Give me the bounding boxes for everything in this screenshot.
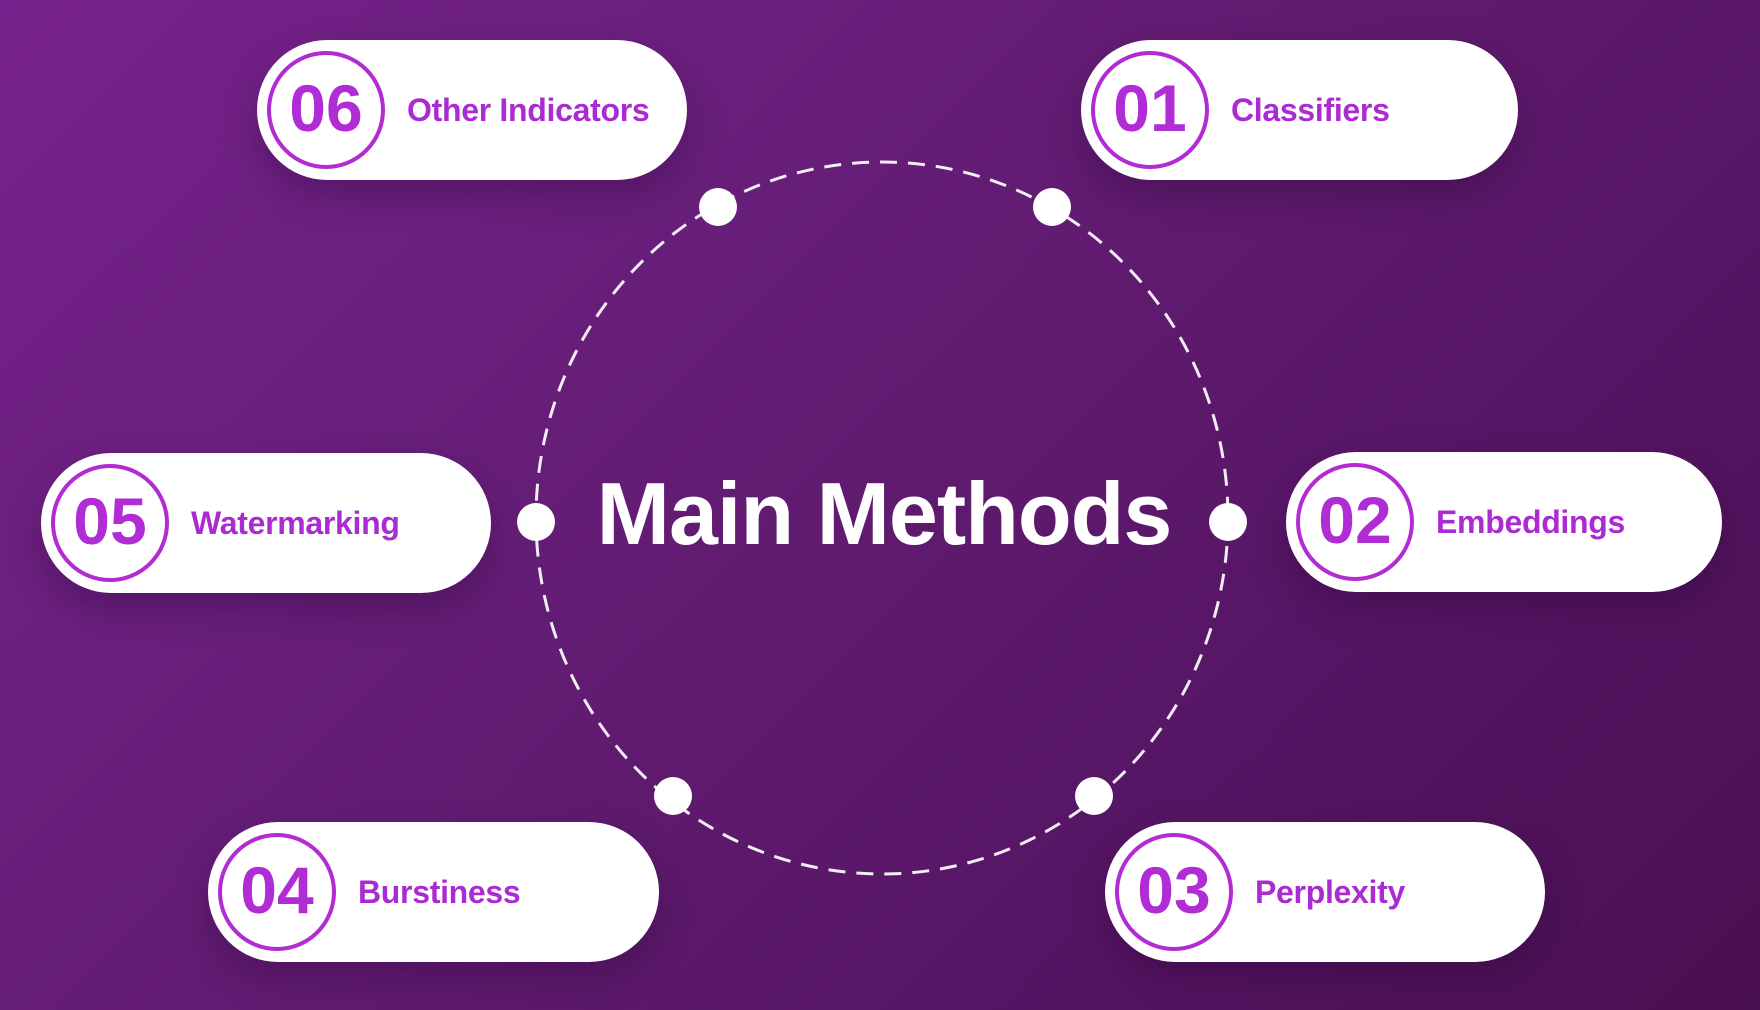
step-number: 05 [73, 484, 147, 558]
method-pill-embeddings: 02 Embeddings [1286, 452, 1722, 592]
diagram-title: Main Methods [596, 464, 1173, 563]
connector-dot [517, 503, 555, 541]
step-number-badge: 06 [267, 51, 385, 169]
step-number: 01 [1113, 71, 1187, 145]
step-number: 04 [240, 853, 314, 927]
method-label: Perplexity [1255, 873, 1405, 910]
connector-dot [1033, 188, 1071, 226]
method-label: Embeddings [1436, 503, 1626, 540]
step-number-badge: 03 [1115, 833, 1233, 951]
step-number-badge: 02 [1296, 463, 1414, 581]
method-label: Watermarking [191, 504, 400, 541]
method-label: Burstiness [358, 873, 521, 910]
connector-dot [1075, 777, 1113, 815]
step-number: 02 [1318, 483, 1392, 557]
method-pill-burstiness: 04 Burstiness [208, 822, 659, 962]
step-number: 06 [289, 71, 363, 145]
method-label: Other Indicators [407, 91, 650, 128]
connector-dot [654, 777, 692, 815]
method-pill-perplexity: 03 Perplexity [1105, 822, 1545, 962]
method-pill-other-indicators: 06 Other Indicators [257, 40, 687, 180]
method-pill-classifiers: 01 Classifiers [1081, 40, 1518, 180]
step-number: 03 [1137, 853, 1211, 927]
method-label: Classifiers [1231, 91, 1390, 128]
connector-dot [1209, 503, 1247, 541]
step-number-badge: 04 [218, 833, 336, 951]
step-number-badge: 05 [51, 464, 169, 582]
step-number-badge: 01 [1091, 51, 1209, 169]
connector-dot [699, 188, 737, 226]
method-pill-watermarking: 05 Watermarking [41, 453, 491, 593]
